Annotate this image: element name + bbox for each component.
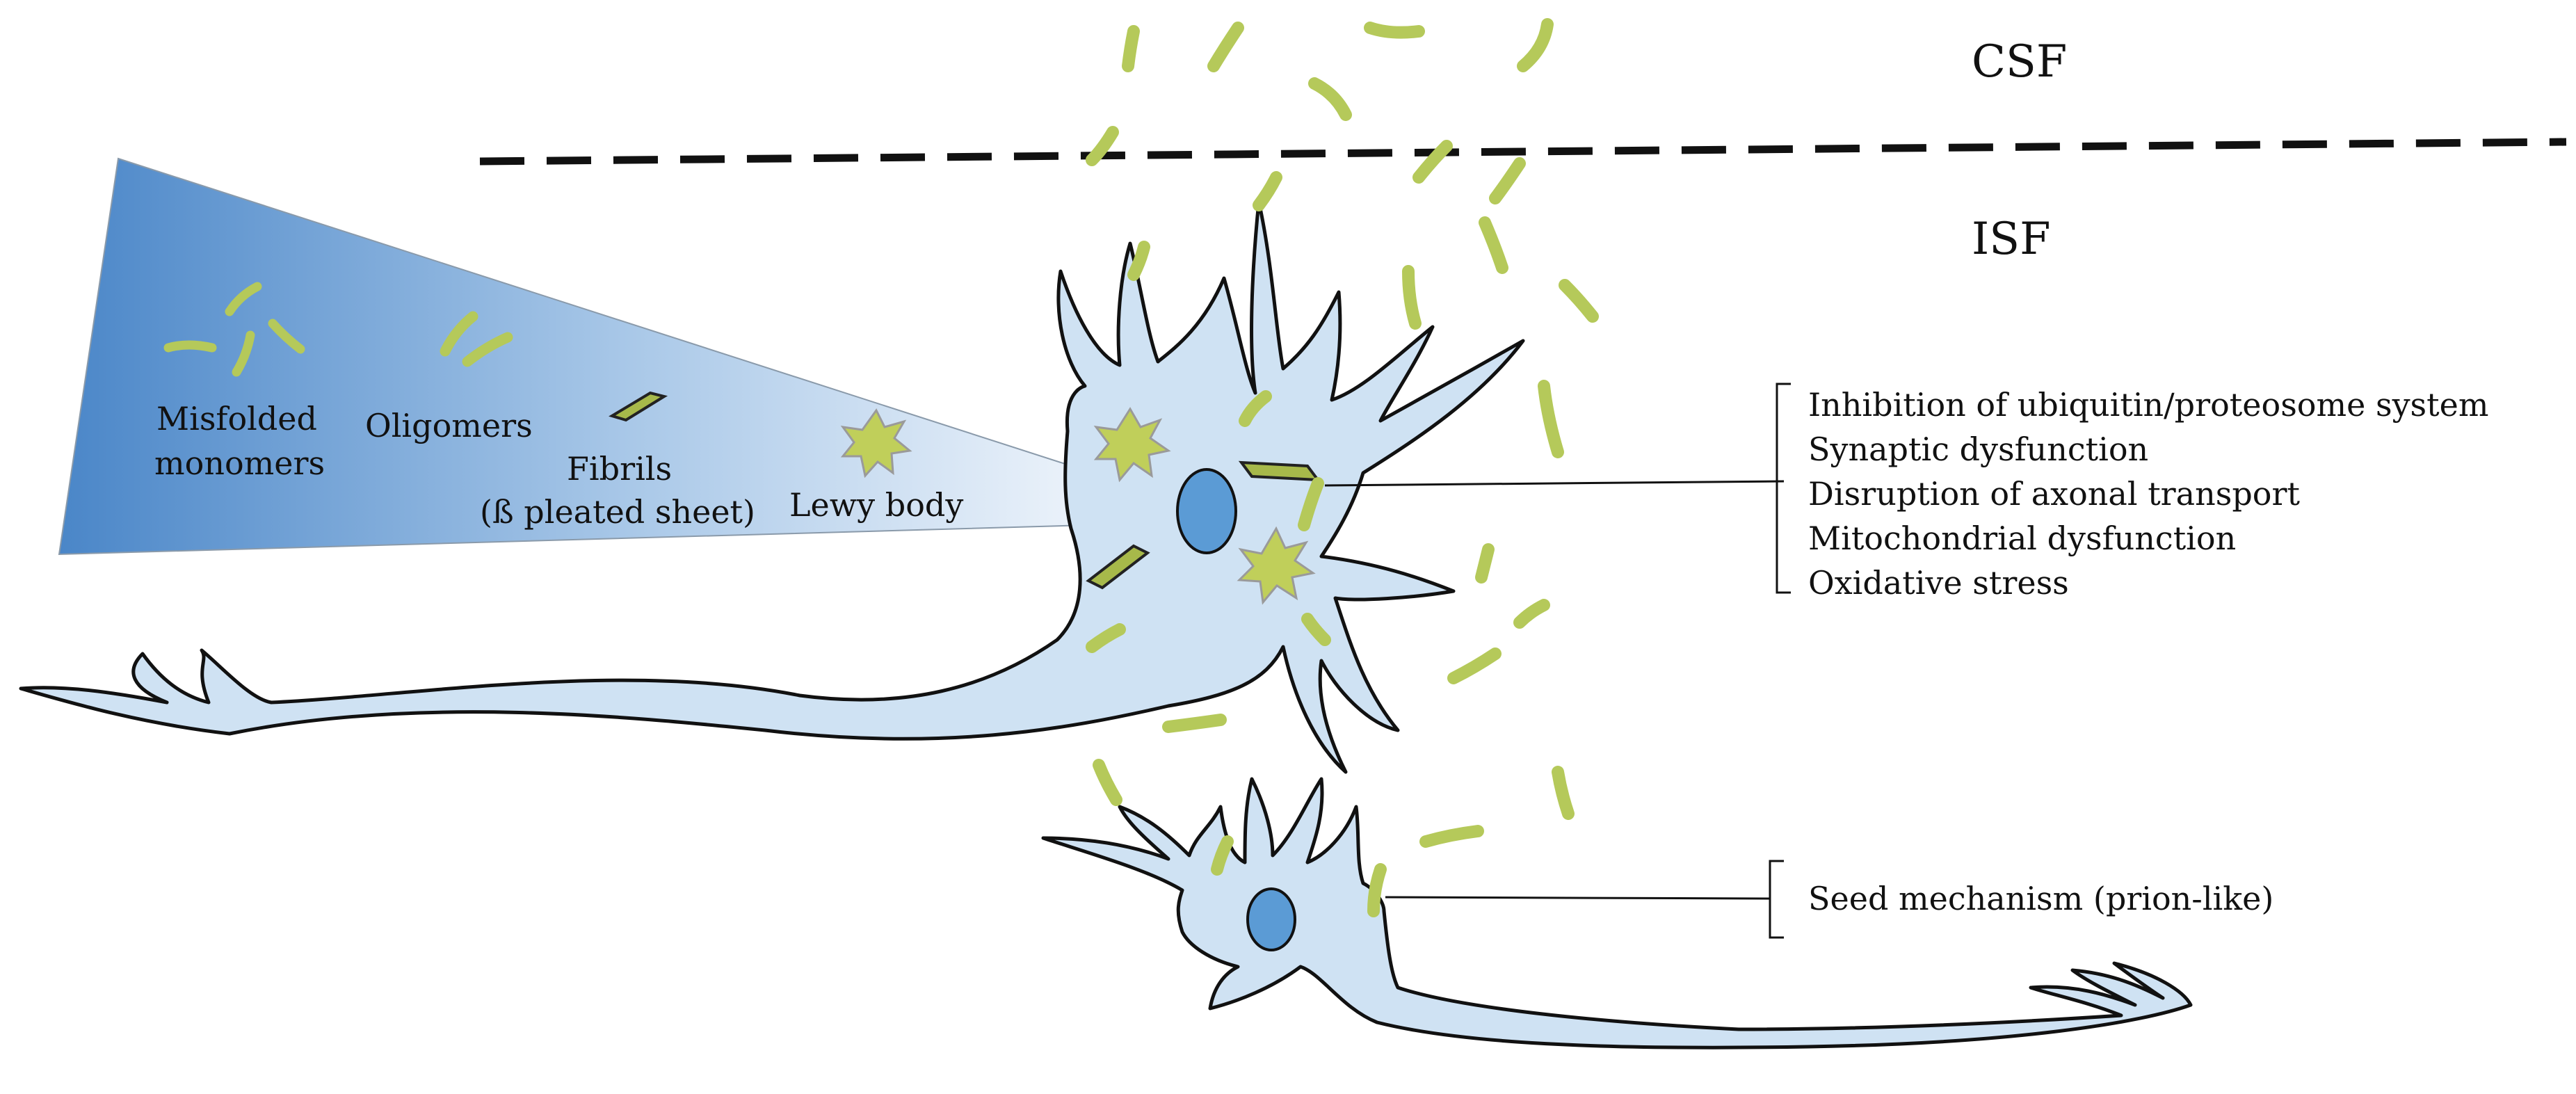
isf-label: ISF [1972, 214, 2051, 265]
effect-item: Oxidative stress [1808, 564, 2069, 602]
csf-label: CSF [1972, 36, 2067, 88]
nucleus-icon [1176, 468, 1237, 554]
fibrils-label-2: (ß pleated sheet) [480, 493, 755, 531]
misfolded-monomers-icon [163, 282, 305, 377]
lower-neuron [1041, 777, 2193, 1049]
oligomers-icon [440, 311, 513, 367]
effect-item: Inhibition of ubiquitin/proteosome syste… [1808, 386, 2489, 424]
seed-bracket [1769, 860, 1784, 939]
misfolded-label-2: monomers [154, 444, 325, 482]
seed-connector [1385, 896, 1771, 900]
lewy-body-icon [1093, 407, 1171, 483]
upper-neuron [19, 200, 1525, 774]
fibril-icon [1238, 460, 1321, 482]
lewy-body-icon [840, 408, 912, 478]
effects-connector [1324, 480, 1785, 487]
lewy-body-icon [1237, 526, 1316, 605]
lewy-body-label: Lewy body [789, 486, 963, 524]
misfolded-label-1: Misfolded [156, 400, 317, 437]
effect-item: Synaptic dysfunction [1808, 431, 2148, 468]
seed-mechanism-label: Seed mechanism (prion-like) [1808, 880, 2273, 917]
nucleus-icon [1246, 887, 1296, 951]
fibrils-label-1: Fibrils [567, 450, 672, 488]
effect-item: Mitochondrial dysfunction [1808, 520, 2236, 557]
effects-bracket [1776, 383, 1791, 594]
effect-item: Disruption of axonal transport [1808, 475, 2300, 513]
oligomers-label: Oligomers [365, 407, 533, 444]
extracellular-aggregates [1086, 18, 1599, 917]
fibril-icon [1086, 544, 1150, 590]
fibril-icon [609, 391, 668, 422]
csf-isf-boundary [479, 138, 2567, 166]
